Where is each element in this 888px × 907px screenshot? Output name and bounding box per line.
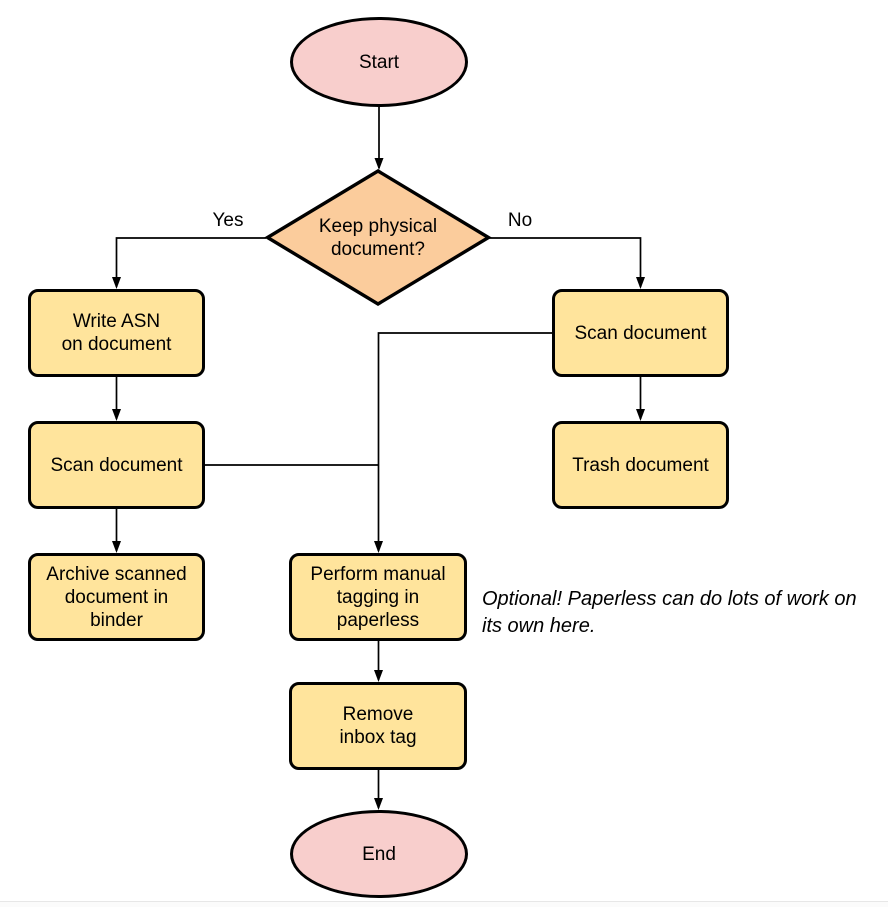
node-write-asn-label: Write ASN on document xyxy=(61,311,172,355)
node-manual-tagging-label: Perform manual tagging in paperless xyxy=(310,563,446,631)
node-archive-document: Archive scanned document in binder xyxy=(28,553,205,641)
node-end: End xyxy=(290,810,468,898)
edge-label-yes: Yes xyxy=(212,210,244,231)
edge-label-no: No xyxy=(507,210,533,231)
node-scan-document-right-label: Scan document xyxy=(574,322,707,344)
node-remove-inbox-tag-label: Remove inbox tag xyxy=(339,704,417,748)
node-archive-document-label: Archive scanned document in binder xyxy=(46,563,187,631)
optional-note: Optional! Paperless can do lots of work … xyxy=(482,588,857,637)
edge-decision-yes-to-write-asn xyxy=(112,237,266,289)
page-bottom-divider xyxy=(0,901,888,907)
node-remove-inbox-tag: Remove inbox tag xyxy=(289,682,467,770)
node-end-label: End xyxy=(362,843,396,865)
node-trash-document-label: Trash document xyxy=(572,454,709,476)
node-start-label: Start xyxy=(358,51,400,73)
decision-diamond xyxy=(264,169,492,306)
edge-scan-right-to-tagging xyxy=(374,332,552,553)
node-scan-document-right: Scan document xyxy=(552,289,729,377)
node-trash-document: Trash document xyxy=(552,421,729,509)
node-write-asn: Write ASN on document xyxy=(28,289,205,377)
node-scan-document-left: Scan document xyxy=(28,421,205,509)
node-scan-document-left-label: Scan document xyxy=(50,454,183,476)
node-start: Start xyxy=(290,17,468,107)
edge-decision-no-to-scan-right xyxy=(489,237,645,289)
node-manual-tagging: Perform manual tagging in paperless xyxy=(289,553,467,641)
node-decision-label: Keep physical document? xyxy=(318,216,438,260)
